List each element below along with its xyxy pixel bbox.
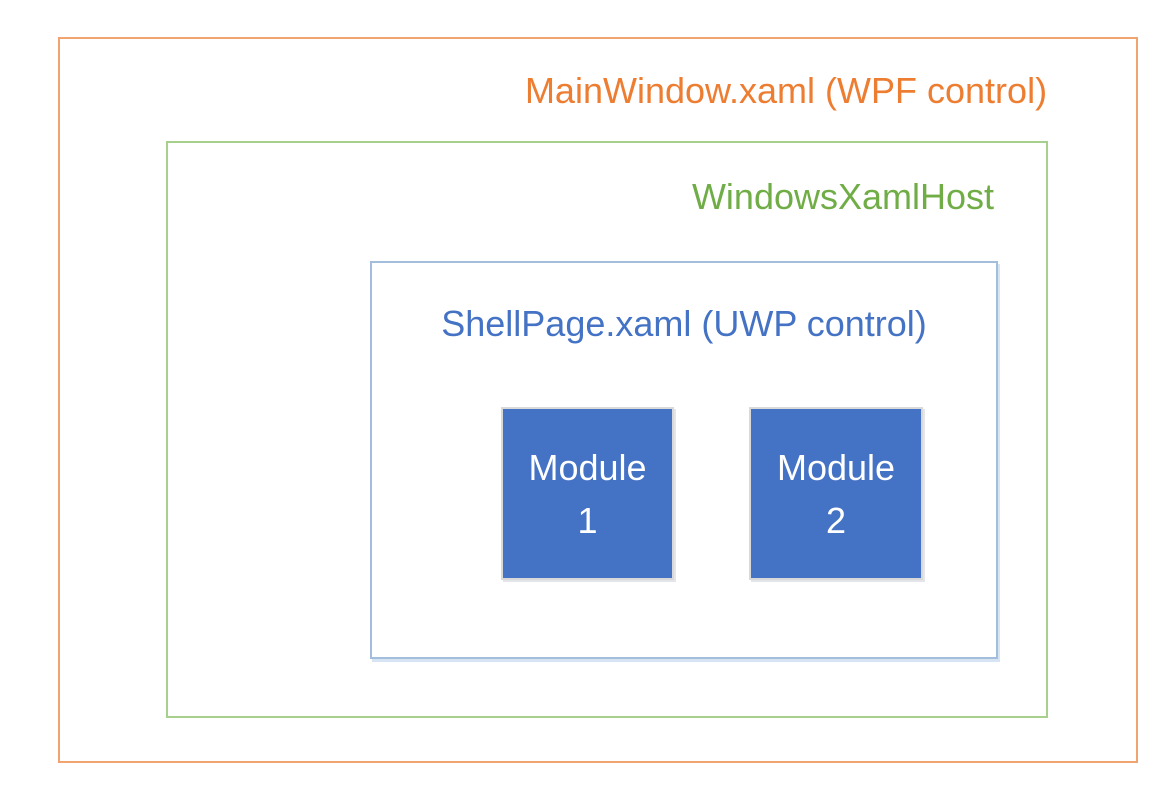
module-1-label-line1: Module [528,446,647,488]
module-1-label-line2: 1 [577,499,598,541]
mainwindow-wpf-label: MainWindow.xaml (WPF control) [524,70,1048,111]
module-2-box: Module 2 [749,407,923,580]
module-2-label-line2: 2 [825,499,847,541]
module-1-box: Module 1 [501,407,674,580]
shellpage-uwp-label: ShellPage.xaml (UWP control) [441,303,927,344]
windowsxamlhost-box: Module 1 Module 2 [166,141,1048,718]
mainwindow-wpf-box: Module 1 Module 2 [58,37,1138,763]
module-2-label-line1: Module [776,446,896,488]
windowsxamlhost-label: WindowsXamlHost [691,176,995,217]
shellpage-uwp-box: Module 1 Module 2 [370,261,998,659]
